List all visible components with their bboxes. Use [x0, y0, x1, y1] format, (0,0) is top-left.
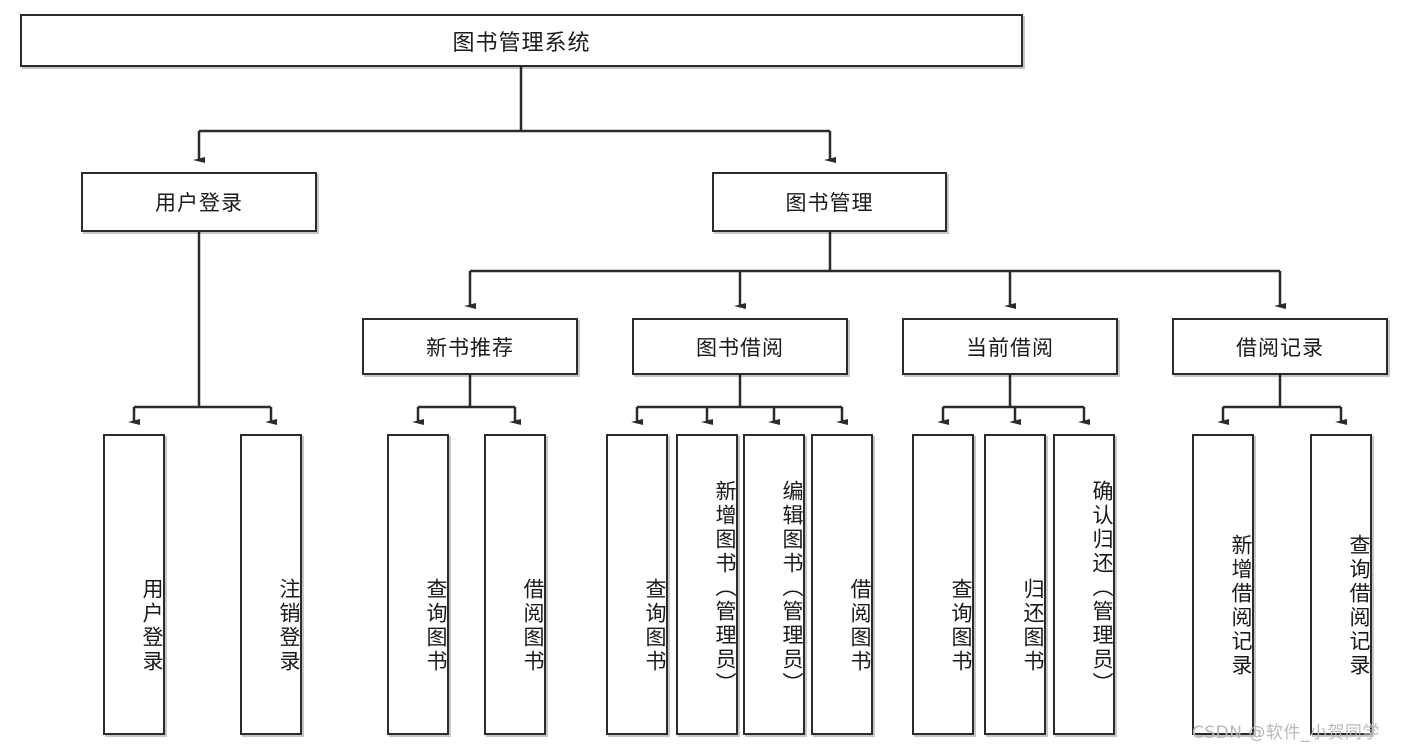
node-new-book-rec[interactable]: 新书推荐 — [362, 318, 578, 375]
node-new-book-rec-label: 新书推荐 — [426, 335, 514, 360]
node-leaf-query-book-2-label: 查询图书 — [643, 577, 667, 674]
node-user-login-label: 用户登录 — [155, 191, 243, 215]
node-leaf-return-book[interactable]: 归还图书 — [984, 434, 1046, 735]
node-leaf-confirm-return-label: 确认归还（管理员） — [1090, 479, 1114, 696]
node-borrow-record[interactable]: 借阅记录 — [1172, 318, 1388, 375]
node-leaf-user-login-label: 用户登录 — [140, 577, 164, 674]
node-book-manage-label: 图书管理 — [785, 191, 874, 215]
node-leaf-user-login[interactable]: 用户登录 — [103, 434, 165, 735]
node-leaf-logout-label: 注销登录 — [277, 577, 301, 674]
node-leaf-query-record-label: 查询借阅记录 — [1347, 533, 1371, 678]
node-leaf-query-book-1[interactable]: 查询图书 — [387, 434, 449, 735]
node-leaf-return-book-label: 归还图书 — [1021, 577, 1045, 674]
node-leaf-add-book-label: 新增图书（管理员） — [713, 479, 737, 696]
node-leaf-add-record-label: 新增借阅记录 — [1229, 533, 1253, 678]
node-leaf-edit-book[interactable]: 编辑图书（管理员） — [743, 434, 805, 735]
node-borrow-record-label: 借阅记录 — [1236, 335, 1324, 360]
node-book-borrow[interactable]: 图书借阅 — [632, 318, 848, 375]
node-user-login[interactable]: 用户登录 — [81, 172, 317, 232]
node-leaf-query-record[interactable]: 查询借阅记录 — [1310, 434, 1372, 735]
node-leaf-query-book-1-label: 查询图书 — [424, 577, 448, 674]
node-leaf-borrow-book-1-label: 借阅图书 — [521, 577, 545, 674]
node-root-label: 图书管理系统 — [452, 30, 591, 56]
node-leaf-add-book[interactable]: 新增图书（管理员） — [676, 434, 738, 735]
node-leaf-borrow-book-2[interactable]: 借阅图书 — [811, 434, 873, 735]
node-book-borrow-label: 图书借阅 — [696, 335, 784, 360]
node-leaf-edit-book-label: 编辑图书（管理员） — [780, 479, 804, 696]
node-book-manage[interactable]: 图书管理 — [712, 172, 947, 232]
node-current-borrow-label: 当前借阅 — [966, 335, 1054, 360]
node-root[interactable]: 图书管理系统 — [20, 14, 1023, 67]
watermark: CSDN @软件_小贺同学 — [1192, 723, 1380, 743]
node-leaf-query-book-2[interactable]: 查询图书 — [606, 434, 668, 735]
node-leaf-confirm-return[interactable]: 确认归还（管理员） — [1053, 434, 1115, 735]
node-leaf-query-book-3[interactable]: 查询图书 — [912, 434, 974, 735]
node-current-borrow[interactable]: 当前借阅 — [902, 318, 1118, 375]
node-leaf-borrow-book-1[interactable]: 借阅图书 — [484, 434, 546, 735]
node-leaf-borrow-book-2-label: 借阅图书 — [848, 577, 872, 674]
node-leaf-logout[interactable]: 注销登录 — [240, 434, 302, 735]
node-leaf-query-book-3-label: 查询图书 — [949, 577, 973, 674]
node-leaf-add-record[interactable]: 新增借阅记录 — [1192, 434, 1254, 735]
